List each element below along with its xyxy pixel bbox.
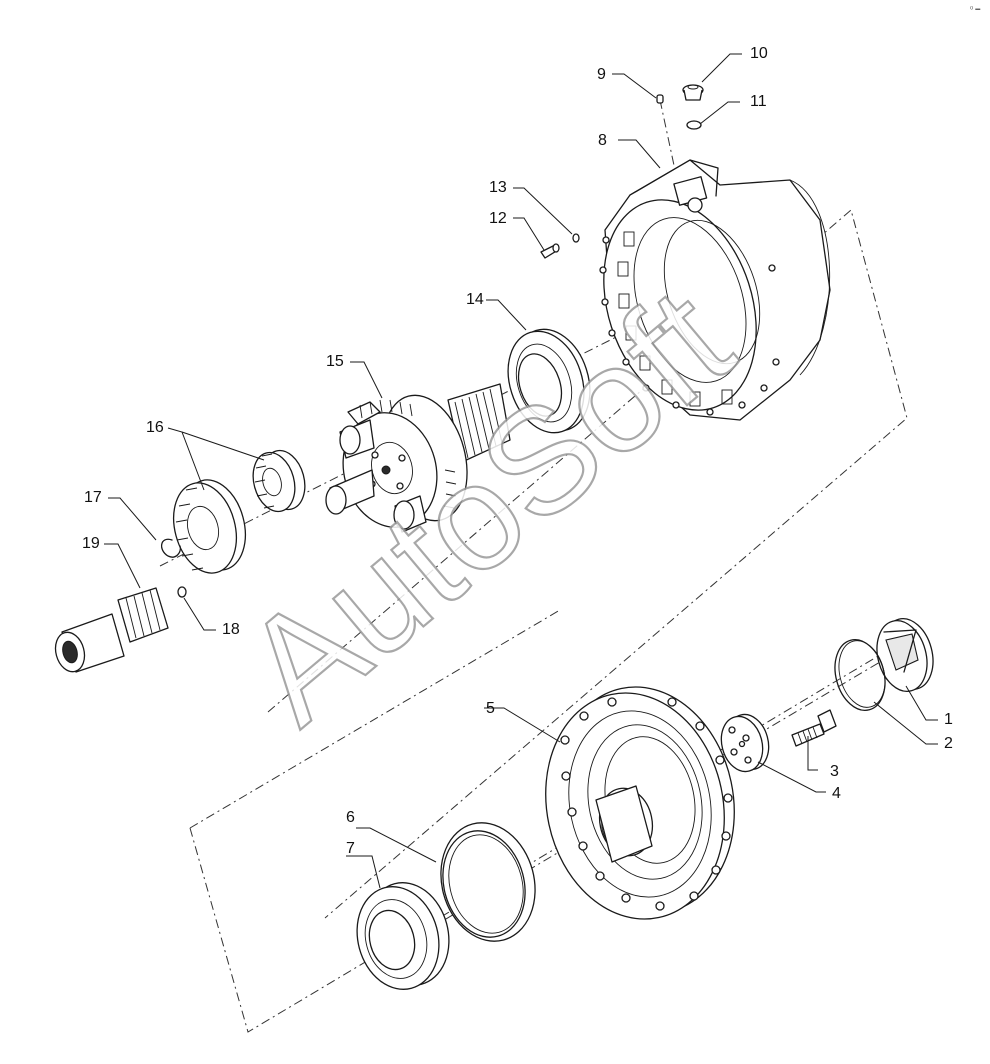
callout-numbers: 1 2 3 4 5 6 7 8 9 10 11 12 13 14 15 16 1… xyxy=(82,45,953,857)
callout-17: 17 xyxy=(84,489,102,506)
callout-16: 16 xyxy=(146,419,164,436)
part-16-planet-gears xyxy=(173,449,306,574)
part-8-housing xyxy=(599,159,831,421)
callout-12: 12 xyxy=(489,210,507,227)
part-18-pin xyxy=(177,586,187,598)
callout-18: 18 xyxy=(222,621,240,638)
callout-leader-lines xyxy=(104,53,938,889)
callout-9: 9 xyxy=(597,66,606,83)
callout-3: 3 xyxy=(830,763,839,780)
part-3-bolt xyxy=(791,709,837,747)
part-10-cap xyxy=(682,84,704,101)
part-19-sun-shaft xyxy=(54,587,169,673)
part-5-hub xyxy=(545,686,735,920)
part-14-bearing xyxy=(507,328,591,434)
part-2-o-ring xyxy=(834,639,886,711)
callout-8: 8 xyxy=(598,132,607,149)
callout-4: 4 xyxy=(832,785,841,802)
part-6-seal-ring xyxy=(440,822,536,942)
callout-6: 6 xyxy=(346,809,355,826)
callout-2: 2 xyxy=(944,735,953,752)
callout-13: 13 xyxy=(489,179,507,196)
part-17-circlip xyxy=(161,538,182,558)
callout-7: 7 xyxy=(346,840,355,857)
callout-19: 19 xyxy=(82,535,100,552)
callout-10: 10 xyxy=(750,45,768,62)
callout-5: 5 xyxy=(486,700,495,717)
callout-1: 1 xyxy=(944,711,953,728)
callout-15: 15 xyxy=(326,353,344,370)
part-7-bearing xyxy=(356,882,450,990)
part-12-pin xyxy=(540,243,560,259)
callout-14: 14 xyxy=(466,291,484,308)
part-1-cover xyxy=(876,618,934,692)
part-9-plug xyxy=(656,94,664,104)
part-13-ring xyxy=(572,233,580,243)
part-11-o-ring xyxy=(686,120,702,130)
callout-11: 11 xyxy=(750,93,767,110)
part-4-locking-plate xyxy=(720,713,770,773)
part-15-planet-carrier xyxy=(325,383,511,533)
corner-mark: ⁰ ━ xyxy=(970,5,980,14)
